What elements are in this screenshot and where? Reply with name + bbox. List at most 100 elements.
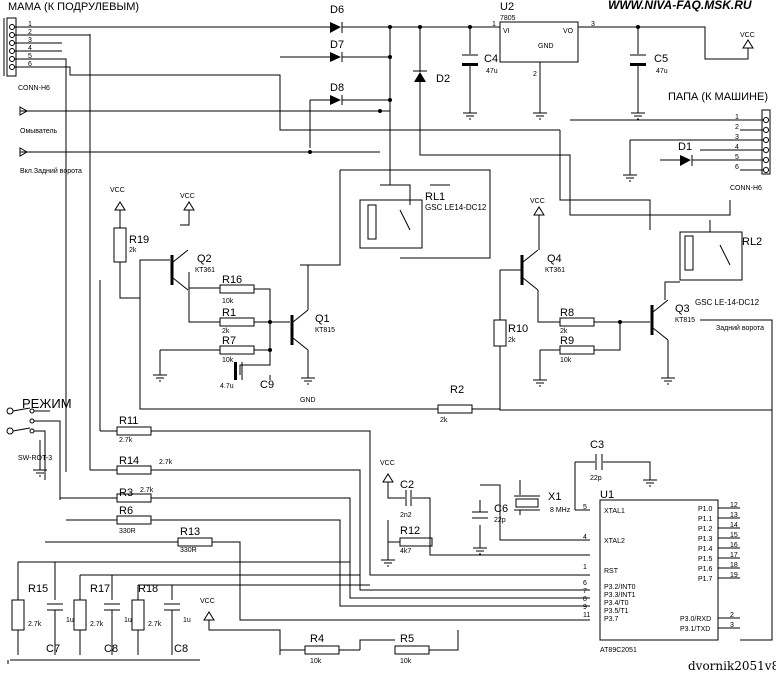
vcc-symbol-bottom: [203, 611, 215, 621]
r15-label: R15: [28, 583, 48, 595]
ground-q1: [301, 377, 315, 385]
r6-value: 330R: [119, 528, 136, 535]
mcu-pin-name: P1.5: [698, 556, 713, 563]
ground-q4: [533, 379, 547, 387]
mcu-pin-name: P3.2/INT0: [604, 584, 636, 591]
u2-vi: VI: [503, 28, 510, 35]
mcu-pin-number: 11: [583, 612, 590, 619]
ground-right: [623, 174, 637, 182]
r7-value: 10k: [222, 357, 234, 364]
diode-d8: [330, 95, 343, 105]
r5-label: R5: [400, 633, 414, 645]
capacitor-c1: [405, 490, 412, 506]
left-pin-number: 5: [28, 53, 32, 60]
mode-switch[interactable]: [6, 407, 35, 435]
resistor-r15: [11, 599, 25, 631]
mcu-pin-number: 1: [583, 564, 587, 571]
r5-value: 10k: [400, 658, 412, 665]
rl1-part: GSC LE14-DC12: [425, 203, 487, 212]
vcc-symbol-r19: [114, 201, 126, 211]
ground-c4: [463, 112, 477, 120]
c6-label: C7: [46, 643, 60, 655]
r14-label: R14: [119, 455, 139, 467]
left-connector-name: CONN-H6: [18, 85, 50, 92]
signature-label: dvornik2051v8: [688, 659, 776, 673]
r7-label: R7: [222, 335, 236, 347]
resistor-r18: [131, 599, 145, 631]
transistor-q1: [290, 309, 309, 351]
d2-label: D2: [436, 73, 450, 85]
resistor-r11: [116, 426, 152, 436]
mode-switch-title: РЕЖИМ: [22, 396, 72, 411]
transistor-q2: [170, 249, 189, 291]
resistor-r9: [559, 345, 595, 355]
r2-value: 2k: [440, 417, 448, 424]
c7-value: 1u: [124, 617, 132, 624]
r8-value: 2k: [560, 328, 568, 335]
right-pin-number: 6: [735, 164, 739, 171]
capacitor-c9: [234, 362, 243, 380]
diode-d7: [330, 52, 343, 62]
vcc-label-q4: VCC: [530, 198, 545, 205]
mcu-pin-number: 4: [583, 534, 587, 541]
ground-q2: [153, 374, 167, 382]
mcu-pin-number: 6: [583, 580, 587, 587]
r13-value: 330R: [180, 547, 197, 554]
r9-value: 10k: [560, 357, 572, 364]
diode-d1: [680, 155, 693, 166]
left-pin-number: 6: [28, 61, 32, 68]
u2-part: 7805: [500, 15, 516, 22]
resistor-r8: [559, 317, 595, 327]
r12-label: R12: [400, 525, 420, 537]
mcu-pin-name: P1.1: [698, 516, 713, 523]
q3-label: Q3: [675, 303, 690, 315]
capacitor-c6: [47, 603, 63, 611]
ground-switch: [33, 469, 47, 477]
q3-part: КТ815: [675, 317, 695, 324]
r10-label: R10: [508, 323, 528, 335]
vcc-symbol-q2: [183, 201, 195, 211]
resistor-r7: [219, 345, 255, 355]
u2-ref: U2: [500, 1, 514, 13]
r16-value: 10k: [222, 298, 234, 305]
vcc-symbol-c1: [382, 473, 394, 483]
d8-label: D8: [330, 82, 344, 94]
u2-vo: VO: [563, 28, 574, 35]
right-pin-number: 2: [735, 124, 739, 131]
r12-value: 4k7: [400, 548, 411, 555]
u2-pin2: 2: [533, 71, 537, 78]
mcu-pin-name: P1.0: [698, 506, 713, 513]
r9-label: R9: [560, 335, 574, 347]
resistor-r4: [304, 645, 340, 655]
right-pin-number: 5: [735, 154, 739, 161]
mcu-pin-name: P1.6: [698, 566, 713, 573]
mcu-pin-name: P1.3: [698, 536, 713, 543]
u2-gnd: GND: [538, 43, 554, 50]
mcu-pin-name: RST: [604, 568, 619, 575]
mcu-pin-name: P1.4: [698, 546, 713, 553]
vcc-symbol-top: [742, 39, 754, 49]
r1-label: R1: [222, 307, 236, 319]
r1-value: 2k: [222, 328, 230, 335]
q1-part: КТ815: [315, 327, 335, 334]
x1-freq: 8 MHz: [550, 507, 571, 514]
vcc-label-c1: VCC: [380, 460, 395, 467]
mcu-pin-number: 5: [583, 504, 587, 511]
vcc-label-r19: VCC: [110, 187, 125, 194]
r11-label: R11: [119, 415, 138, 427]
mcu-pin-number: 7: [583, 588, 587, 595]
resistor-r6: [116, 515, 152, 525]
resistor-r12: [399, 537, 433, 547]
capacitor-c2: [595, 454, 603, 470]
resistor-r5: [394, 645, 430, 655]
rl2-label: RL2: [742, 236, 762, 248]
mcu-pin-name: P3.0/RXD: [680, 616, 711, 623]
u1-ref: U1: [600, 489, 614, 501]
c9-label: C9: [260, 379, 274, 391]
left-pin-number: 4: [28, 45, 32, 52]
capacitor-c5: [630, 54, 646, 66]
transistor-q3: [650, 299, 669, 341]
c4-label: C4: [484, 53, 498, 65]
left-pin-number: 2: [28, 29, 32, 36]
